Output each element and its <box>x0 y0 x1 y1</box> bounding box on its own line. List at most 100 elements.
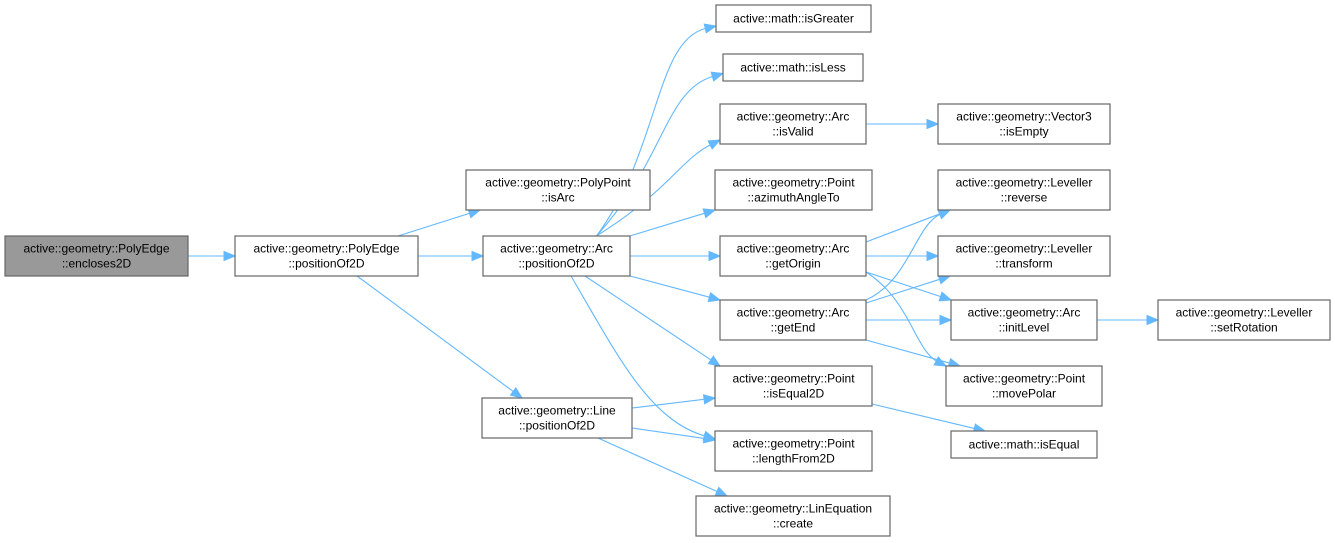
node-box <box>714 430 873 472</box>
node-box <box>1157 299 1331 341</box>
node-label-method: ::positionOf2D <box>519 419 595 433</box>
node-is-valid-arc[interactable]: active::geometry::Arc::isValid <box>719 103 867 145</box>
arrowhead-icon <box>702 433 717 444</box>
edge-line <box>865 271 938 362</box>
arrowhead-icon <box>707 291 722 303</box>
node-label-scope: active::math::isGreater <box>733 12 854 26</box>
edge-line <box>629 275 711 298</box>
edge-line <box>584 275 712 361</box>
node-label-scope: active::geometry::Arc <box>968 306 1081 320</box>
node-length-from2-d[interactable]: active::geometry::Point::lengthFrom2D <box>714 430 873 472</box>
edge-pos-arc-to-is-valid-arc <box>596 139 722 237</box>
node-label-method: ::getOrigin <box>765 257 820 271</box>
edge-line <box>865 271 942 298</box>
edge-pos-line-to-is-equal2-d <box>631 394 717 409</box>
node-label-scope: active::geometry::Leveller <box>956 242 1093 256</box>
arrowhead-icon <box>714 486 729 497</box>
arrowhead-icon <box>707 355 722 367</box>
node-label-method: ::isValid <box>772 125 813 139</box>
node-box <box>945 365 1103 407</box>
node-label-method: ::lengthFrom2D <box>752 452 835 466</box>
edge-line <box>631 398 706 409</box>
node-label-method: ::transform <box>995 257 1052 271</box>
node-box <box>937 169 1111 211</box>
node-label-method: ::setRotation <box>1210 321 1277 335</box>
node-box <box>482 235 631 277</box>
node-label-method: ::reverse <box>1001 191 1048 205</box>
node-label-method: ::positionOf2D <box>518 257 594 271</box>
edge-line <box>356 275 515 393</box>
arrowhead-icon <box>1146 314 1160 326</box>
edge-line <box>570 275 706 437</box>
arrowhead-icon <box>710 71 725 82</box>
node-label-scope: active::geometry::PolyPoint <box>485 176 631 190</box>
edge-line <box>865 213 942 301</box>
edge-get-end-to-move-polar <box>865 339 962 368</box>
edge-pos-line-to-length-from2-d <box>631 427 717 444</box>
node-is-empty-v3[interactable]: active::geometry::Vector3::isEmpty <box>937 103 1111 145</box>
edge-line <box>629 212 706 237</box>
node-box <box>481 397 633 439</box>
arrowhead-icon <box>938 291 953 302</box>
node-box <box>950 299 1098 341</box>
node-box <box>234 235 419 277</box>
node-label-method: ::create <box>773 517 813 531</box>
node-pos-pe[interactable]: active::geometry::PolyEdge::positionOf2D <box>234 235 419 277</box>
node-label-method: ::isEmpty <box>999 125 1048 139</box>
arrowhead-icon <box>937 209 952 220</box>
node-label-scope: active::geometry::Arc <box>737 110 850 124</box>
node-label-scope: active::geometry::Arc <box>737 306 850 320</box>
edge-init-level-to-set-rotation <box>1097 314 1160 326</box>
node-label-method: ::azimuthAngleTo <box>747 191 839 205</box>
node-is-less[interactable]: active::math::isLess <box>722 53 864 82</box>
node-box <box>937 235 1111 277</box>
node-box <box>719 103 867 145</box>
node-label-scope: active::geometry::Leveller <box>956 176 1093 190</box>
node-label-scope: active::geometry::Line <box>498 404 616 418</box>
node-box <box>937 103 1111 145</box>
node-encloses-pe[interactable]: active::geometry::PolyEdge::encloses2D <box>4 235 189 277</box>
node-math-is-equal[interactable]: active::math::isEqual <box>950 430 1098 459</box>
node-label-scope: active::math::isEqual <box>969 438 1080 452</box>
node-label-scope: active::geometry::LinEquation <box>714 502 872 516</box>
node-label-scope: active::geometry::PolyEdge <box>253 242 399 256</box>
node-label-method: ::isEqual2D <box>763 387 825 401</box>
edge-pos-pe-to-is-arc-pp <box>397 208 482 237</box>
node-is-arc-pp[interactable]: active::geometry::PolyPoint::isArc <box>465 169 651 211</box>
node-lev-reverse[interactable]: active::geometry::Leveller::reverse <box>937 169 1111 211</box>
node-pos-arc[interactable]: active::geometry::Arc::positionOf2D <box>482 235 631 277</box>
edge-pos-arc-to-get-origin <box>630 250 722 262</box>
node-move-polar[interactable]: active::geometry::Point::movePolar <box>945 365 1103 407</box>
node-is-greater[interactable]: active::math::isGreater <box>715 4 872 33</box>
node-init-level[interactable]: active::geometry::Arc::initLevel <box>950 299 1098 341</box>
edge-line <box>596 75 714 237</box>
nodes-layer: active::geometry::PolyEdge::encloses2Dac… <box>4 4 1331 537</box>
edge-get-origin-to-move-polar <box>865 271 948 367</box>
edge-is-equal2-d-to-math-is-equal <box>871 403 987 434</box>
node-get-end[interactable]: active::geometry::Arc::getEnd <box>719 299 867 341</box>
node-pos-line[interactable]: active::geometry::Line::positionOf2D <box>481 397 633 439</box>
node-label-scope: active::geometry::Arc <box>500 242 613 256</box>
edge-line <box>871 403 976 430</box>
node-label-scope: active::geometry::Vector3 <box>956 110 1092 124</box>
arrowhead-icon <box>471 250 485 262</box>
node-label-scope: active::geometry::Point <box>732 372 855 386</box>
arrowhead-icon <box>702 394 717 405</box>
node-label-scope: active::geometry::Leveller <box>1176 306 1313 320</box>
node-box <box>695 495 891 537</box>
node-box <box>4 235 189 277</box>
node-set-rotation[interactable]: active::geometry::Leveller::setRotation <box>1157 299 1331 341</box>
edge-pos-arc-to-is-equal2-d <box>584 275 722 367</box>
node-lev-transform[interactable]: active::geometry::Leveller::transform <box>937 235 1111 277</box>
node-lin-create[interactable]: active::geometry::LinEquation::create <box>695 495 891 537</box>
node-box <box>715 4 872 33</box>
node-label-method: ::movePolar <box>992 387 1056 401</box>
node-azimuth[interactable]: active::geometry::Point::azimuthAngleTo <box>714 169 873 211</box>
arrowhead-icon <box>939 314 953 326</box>
edge-is-valid-arc-to-is-empty-v3 <box>866 118 940 130</box>
node-box <box>719 299 867 341</box>
node-get-origin[interactable]: active::geometry::Arc::getOrigin <box>719 235 867 277</box>
node-is-equal2-d[interactable]: active::geometry::Point::isEqual2D <box>714 365 873 407</box>
node-label-method: ::encloses2D <box>62 257 132 271</box>
